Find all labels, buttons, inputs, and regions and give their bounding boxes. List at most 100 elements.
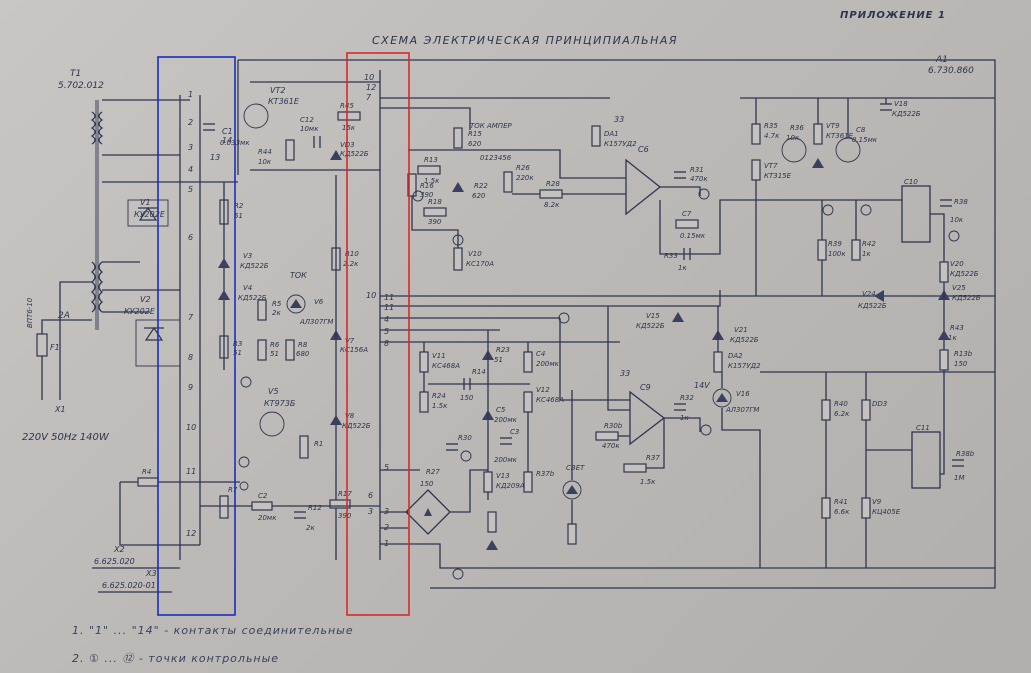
diode-vd3	[330, 150, 342, 160]
led-v14-mark	[566, 485, 578, 494]
highlight-red-box	[346, 52, 410, 616]
value-da1: 33	[614, 115, 624, 124]
value-r8: 680	[296, 350, 310, 358]
footnote-test-points: 2. ① ... ⑫ - точки контрольные	[72, 652, 280, 665]
footnote-contacts: 1. "1" ... "14" - контакты соединительны…	[72, 624, 354, 637]
label-v9: R27	[426, 468, 440, 476]
value-c12: 10мк	[300, 125, 319, 133]
pin-label: 12	[186, 529, 196, 538]
pin-label: 13	[210, 153, 220, 162]
label-r21: V13	[496, 472, 510, 480]
diode-v3	[218, 258, 230, 268]
wire	[660, 186, 701, 196]
connector-x3-code: 6.625.020-01	[102, 581, 156, 590]
led-v6-mark	[290, 299, 302, 308]
label-da2: C9	[640, 383, 651, 392]
highlight-blue-box	[157, 56, 236, 616]
capacitor-c10	[940, 199, 952, 207]
opamp-da2	[629, 390, 666, 446]
capacitor-c1	[203, 123, 215, 131]
wire	[380, 543, 995, 569]
value-r6: 51	[270, 350, 279, 358]
value-v5: КТ973Б	[264, 399, 296, 408]
wire	[721, 408, 761, 568]
led-v16-mark	[716, 393, 728, 402]
value-v24: КД522Б	[636, 322, 665, 330]
value-v6: АЛ307ГМ	[299, 318, 333, 326]
value-r5: 2к	[272, 309, 281, 317]
value-r38b: 6.6к	[834, 508, 850, 516]
value-v9: 150	[420, 480, 434, 488]
label-r1: R4	[142, 468, 151, 476]
label-r18: V10	[468, 250, 482, 258]
value-r3: 51	[233, 349, 242, 357]
value-v7: КС156А	[340, 346, 368, 354]
value-r13b: КС468А	[432, 362, 460, 370]
mains-plug: X1	[54, 405, 66, 414]
label-dd3: C11	[916, 424, 930, 432]
test-point	[822, 204, 834, 216]
value-r17: 620	[468, 140, 482, 148]
value-c8: КД522Б	[892, 110, 921, 118]
transistor-vt7	[781, 137, 807, 163]
label-r8: R8	[298, 341, 308, 349]
wire	[940, 390, 945, 475]
value-r23: 200мк	[536, 360, 560, 368]
resistor-r33	[751, 123, 761, 145]
value-r38: 100к	[828, 250, 846, 258]
wire	[411, 196, 459, 248]
test-point	[948, 230, 960, 242]
label-r24: V12	[536, 386, 550, 394]
label-r44: R44	[258, 148, 272, 156]
label-r31: C7	[682, 210, 692, 218]
resistor-r32	[713, 351, 723, 373]
label-r37: R40	[834, 400, 848, 408]
resistor-r13b	[419, 351, 429, 373]
value-v15: КД522Б	[730, 336, 759, 344]
resistor-r43	[939, 349, 949, 371]
transformer-code: 5.702.012	[58, 81, 104, 91]
connector-x2-ref: X2	[113, 545, 125, 554]
label-r6: R6	[270, 341, 280, 349]
label-v6: V6	[314, 298, 324, 306]
transformer-t1	[90, 100, 104, 330]
wire	[380, 290, 721, 307]
wire	[930, 213, 945, 262]
label-v20: V25	[952, 284, 966, 292]
resistor-r38	[817, 239, 827, 261]
label-c11: R38b	[956, 450, 975, 458]
value-r33: 4.7к	[764, 132, 780, 140]
resistor-r5	[257, 299, 267, 321]
label-r14: R24	[432, 392, 446, 400]
resistor-r6	[257, 339, 267, 361]
resistor-r1	[137, 477, 159, 487]
capacitor-c2	[294, 511, 306, 519]
label-v15: V21	[734, 326, 748, 334]
resistor-r37	[821, 399, 831, 421]
led-v6	[286, 294, 306, 314]
label-c1: C1	[222, 127, 233, 136]
zener-v10	[452, 182, 464, 192]
value-vd3: КД522Б	[340, 150, 369, 158]
value-r28: К157УД2	[604, 140, 637, 148]
value-r35: КТ315Е	[764, 172, 792, 180]
resistor-r26	[539, 189, 563, 199]
pin-label: 8	[188, 353, 193, 362]
resistor-r8	[285, 339, 295, 361]
label-vt9: C8	[856, 126, 866, 134]
wire	[659, 199, 800, 255]
label-v2: V2	[140, 295, 151, 304]
resistor-r12	[329, 499, 351, 509]
pin-label: 11	[186, 467, 196, 476]
wire	[646, 418, 665, 469]
label-r29: R30b	[604, 422, 623, 430]
wire	[408, 149, 626, 179]
wire	[119, 482, 200, 546]
resistor-r35	[751, 159, 761, 181]
value-v2: КУ202Е	[124, 307, 156, 316]
value-vt7: 10к	[786, 134, 800, 142]
resistor-r23	[523, 351, 533, 373]
pin-label: 3	[368, 507, 373, 516]
pin-label: 10	[186, 423, 196, 432]
value-c7: 1к	[678, 264, 687, 272]
